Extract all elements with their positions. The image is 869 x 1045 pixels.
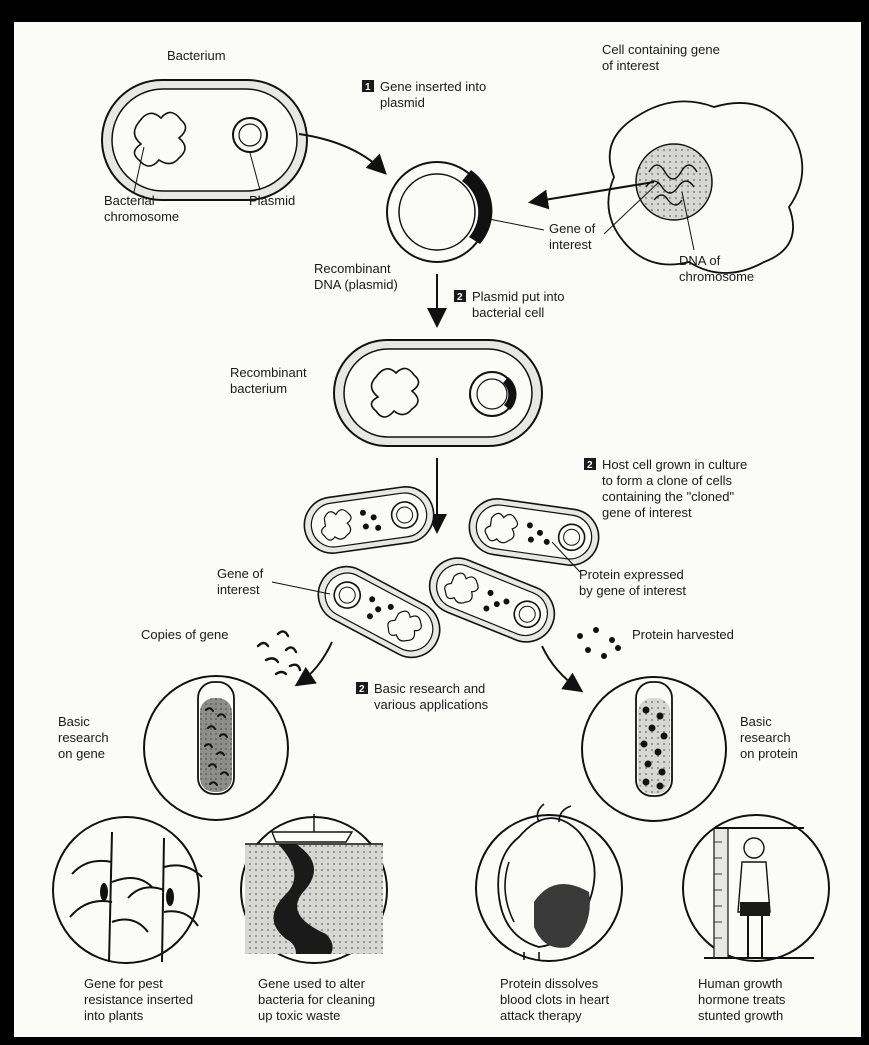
caption-waste-2: bacteria for cleaning — [258, 992, 375, 1007]
arrow-to-protein-research — [542, 646, 580, 690]
basic-protein-label-2: research — [740, 730, 791, 745]
gene-of-interest-b-label-2: interest — [217, 582, 260, 597]
step-3-text-1: Host cell grown in culture — [602, 457, 747, 472]
cloned-bacterium-3 — [308, 557, 449, 667]
step-1-text-2: plasmid — [380, 95, 425, 110]
caption-plants-1: Gene for pest — [84, 976, 163, 991]
caption-waste-1: Gene used to alter — [258, 976, 366, 991]
growth-illustration — [683, 815, 829, 961]
cell-gene-label-1: Cell containing gene — [602, 42, 720, 57]
bacterium — [102, 80, 307, 200]
donor-cell — [608, 101, 802, 273]
nucleus — [636, 144, 712, 220]
diagram-panel: Bacterium Bacterial chromosome Plasmid R… — [14, 22, 861, 1037]
cloning-diagram: Bacterium Bacterial chromosome Plasmid R… — [14, 22, 861, 1037]
step-3-text-4: gene of interest — [602, 505, 692, 520]
caption-plants-3: into plants — [84, 1008, 144, 1023]
caption-plants-2: resistance inserted — [84, 992, 193, 1007]
gene-of-interest-label-1: Gene of — [549, 221, 596, 236]
recombinant-dna-label-1: Recombinant — [314, 261, 391, 276]
bacterial-chromosome-label-1: Bacterial — [104, 193, 155, 208]
recombinant-bacterium-label-1: Recombinant — [230, 365, 307, 380]
step-2-text-1: Plasmid put into — [472, 289, 565, 304]
copies-of-gene-label: Copies of gene — [141, 627, 228, 642]
cloned-bacterium-2 — [466, 495, 603, 569]
step-4-text-1: Basic research and — [374, 681, 485, 696]
step-4-number: 2 — [359, 684, 365, 695]
step-2-text-2: bacterial cell — [472, 305, 544, 320]
toxic-waste-illustration — [241, 814, 387, 963]
protein-expressed-label-1: Protein expressed — [579, 567, 684, 582]
arrow-to-gene-research — [298, 642, 332, 684]
caption-heart-1: Protein dissolves — [500, 976, 599, 991]
gene-of-interest-label-2: interest — [549, 237, 592, 252]
caption-heart-3: attack therapy — [500, 1008, 582, 1023]
step-1-text-1: Gene inserted into — [380, 79, 486, 94]
basic-protein-label-3: on protein — [740, 746, 798, 761]
arrow-plasmid-transfer — [299, 134, 384, 172]
cell-gene-label-2: of interest — [602, 58, 659, 73]
dna-chromosome-label-2: chromosome — [679, 269, 754, 284]
protein-research-tube — [582, 677, 726, 821]
step-4-text-2: various applications — [374, 697, 489, 712]
caption-waste-3: up toxic waste — [258, 1008, 340, 1023]
step-3-text-2: to form a clone of cells — [602, 473, 733, 488]
gene-copies — [258, 631, 300, 674]
basic-gene-label-2: research — [58, 730, 109, 745]
basic-gene-label-3: on gene — [58, 746, 105, 761]
recombinant-plasmid — [387, 162, 492, 262]
heart-illustration — [476, 804, 622, 961]
basic-gene-label-1: Basic — [58, 714, 90, 729]
step-1-number: 1 — [365, 82, 371, 93]
step-3-number: 2 — [587, 460, 593, 471]
plasmid-label: Plasmid — [249, 193, 295, 208]
recombinant-bacterium — [334, 340, 542, 446]
protein-expressed-label-2: by gene of interest — [579, 583, 686, 598]
caption-growth-2: hormone treats — [698, 992, 786, 1007]
bacterial-chromosome-label-2: chromosome — [104, 209, 179, 224]
harvested-protein — [577, 627, 621, 659]
step-3-text-3: containing the "cloned" — [602, 489, 734, 504]
caption-growth-1: Human growth — [698, 976, 783, 991]
bacterium-label: Bacterium — [167, 48, 226, 63]
plants-illustration — [53, 817, 202, 963]
gene-of-interest-b-label-1: Gene of — [217, 566, 264, 581]
cloned-bacterium-4 — [421, 550, 563, 651]
caption-heart-2: blood clots in heart — [500, 992, 610, 1007]
gene-research-tube — [144, 676, 288, 820]
basic-protein-label-1: Basic — [740, 714, 772, 729]
recombinant-bacterium-label-2: bacterium — [230, 381, 287, 396]
step-2-number: 2 — [457, 292, 463, 303]
bacterial-chromosome-shape — [134, 112, 185, 166]
tanker-ship — [272, 832, 352, 842]
protein-harvested-label: Protein harvested — [632, 627, 734, 642]
recombinant-dna-label-2: DNA (plasmid) — [314, 277, 398, 292]
dna-chromosome-label-1: DNA of — [679, 253, 721, 268]
cloned-bacterium-1 — [301, 483, 438, 557]
caption-growth-3: stunted growth — [698, 1008, 783, 1023]
